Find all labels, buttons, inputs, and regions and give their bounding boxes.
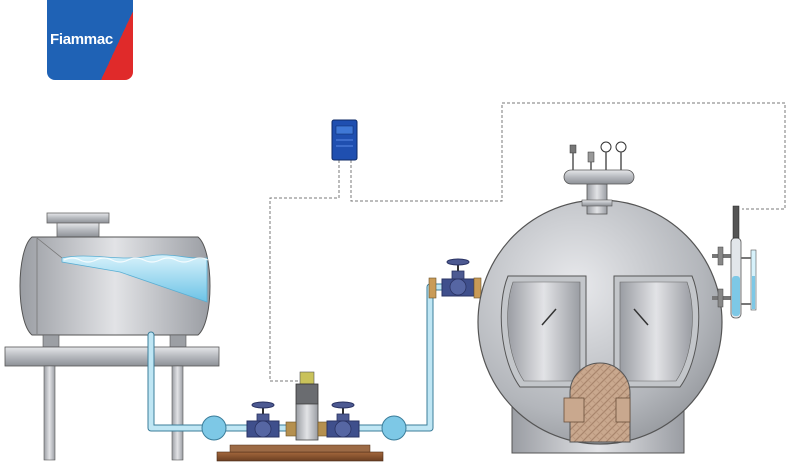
valve-body	[334, 420, 352, 438]
steam-header	[563, 141, 635, 215]
valve-body	[449, 278, 467, 296]
manifold-icon	[563, 169, 635, 185]
control-signal-lines	[269, 102, 786, 382]
isolation-valve-1[interactable]	[246, 401, 280, 438]
door-latch-left	[541, 308, 557, 326]
tank-manhole-neck	[56, 222, 100, 238]
door-latch-right	[633, 308, 649, 326]
isolation-valve-2[interactable]	[326, 401, 360, 438]
tank-water-surface	[63, 257, 209, 263]
tank-saddle-right	[169, 334, 187, 348]
valve-flange-right	[473, 277, 482, 299]
burner-head-right	[615, 397, 631, 423]
pump-motor-terminal	[299, 371, 315, 385]
brand-name: Fiammac	[50, 31, 113, 48]
support-leg-right	[171, 365, 184, 461]
safety-valve-icon[interactable]	[587, 151, 595, 163]
boiler-right-door-inner	[619, 281, 693, 382]
steam-nozzle	[586, 183, 608, 215]
support-leg-left	[43, 365, 56, 461]
pressure-gauge-icon[interactable]	[600, 141, 612, 153]
sensor-icon	[732, 205, 740, 239]
valve-body	[254, 420, 272, 438]
pressure-switch-icon[interactable]	[569, 144, 577, 154]
sight-glass-water	[752, 276, 755, 309]
boiler-left-door-inner	[507, 281, 581, 382]
suction-pipe-fill	[148, 284, 455, 431]
signal-line-controller-to-boiler	[350, 102, 786, 210]
pump-flange-in	[285, 421, 297, 437]
feed-pump	[285, 371, 329, 441]
brand-logo: Fiammac	[47, 0, 133, 80]
pump-skid-rail	[229, 444, 371, 453]
inlet-strainer-ball	[201, 415, 227, 441]
tank-cutaway-edge	[36, 237, 63, 259]
boiler-inlet-valve[interactable]	[428, 258, 482, 299]
tank-saddle-left	[42, 334, 60, 348]
pump-body	[295, 403, 319, 441]
steam-nozzle-flange	[581, 199, 613, 207]
feed-water-piping	[147, 283, 456, 432]
tank-support-frame	[4, 334, 220, 461]
valve-flange-left	[428, 277, 437, 299]
level-gauge	[712, 205, 757, 319]
pump-skid-base	[216, 451, 384, 462]
feed-water-tank	[19, 212, 211, 336]
pump-motor	[295, 383, 319, 405]
support-table-top	[4, 346, 220, 367]
gauge-flange-top	[717, 246, 724, 266]
outlet-strainer-ball	[381, 415, 407, 441]
handwheel-icon[interactable]	[251, 401, 275, 409]
steam-boiler	[477, 199, 723, 454]
level-column-water	[732, 276, 740, 316]
signal-line-controller-to-pump	[269, 160, 340, 382]
handwheel-icon[interactable]	[446, 258, 470, 266]
handwheel-icon[interactable]	[331, 401, 355, 409]
level-controller	[331, 119, 358, 161]
tank-water	[61, 254, 208, 303]
controller-display	[335, 125, 354, 135]
burner-opening	[569, 362, 631, 443]
pressure-gauge-2-icon[interactable]	[615, 141, 627, 153]
tank-manhole-flange	[46, 212, 110, 224]
burner-head	[563, 397, 585, 423]
valve-bonnet	[451, 270, 465, 280]
gauge-flange-bottom	[717, 288, 724, 308]
